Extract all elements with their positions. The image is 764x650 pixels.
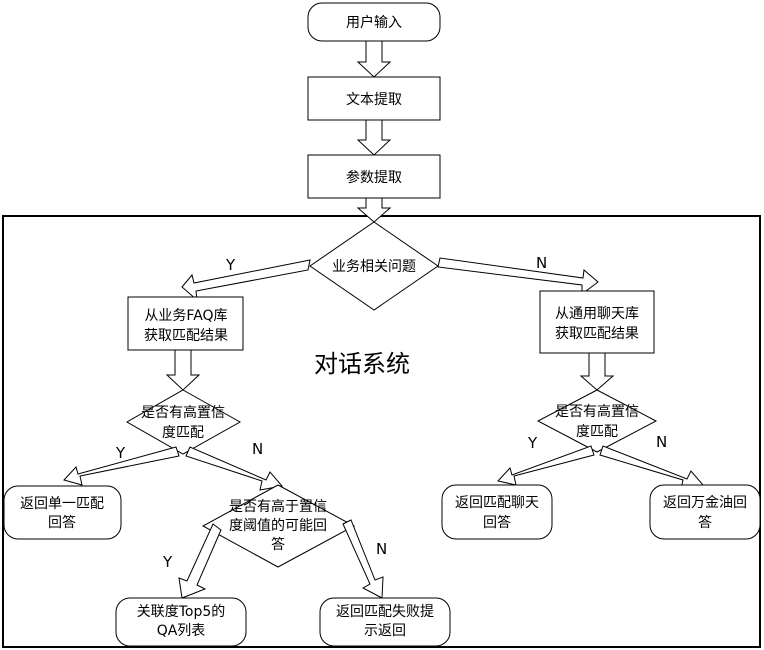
- node-text-extract: [307, 76, 441, 121]
- decision-business-question-text: 业务相关问题: [332, 259, 416, 275]
- decision-high-confidence-left: [125, 389, 242, 455]
- node-return-default-line2: 答: [698, 514, 712, 531]
- dialogue-system-label: 对话系统: [314, 350, 410, 378]
- label-n-3: N: [376, 540, 387, 558]
- node-chat-fetch: [539, 290, 655, 354]
- node-return-chat-line2: 回答: [483, 514, 511, 531]
- arrow-threshold-no: [342, 519, 384, 599]
- node-user-input: [307, 2, 441, 42]
- arrow-input-to-text: [356, 40, 392, 78]
- label-y-2: Y: [115, 444, 126, 462]
- node-return-single: [3, 485, 122, 540]
- decision-high-confidence-left-line2: 度匹配: [162, 425, 204, 441]
- decision-threshold-line1: 是否有高于置信: [229, 498, 327, 515]
- node-return-single-line1: 返回单一匹配: [20, 496, 104, 512]
- node-return-chat-line1: 返回匹配聊天: [455, 495, 539, 511]
- node-return-default-line1: 返回万金油回: [663, 495, 747, 511]
- node-return-fail-line2: 示返回: [364, 623, 406, 639]
- label-n-1: N: [536, 254, 547, 272]
- node-return-fail: [319, 597, 451, 647]
- label-n-4: N: [656, 433, 667, 451]
- node-top5-list-line1: 关联度Top5的: [137, 604, 226, 620]
- node-faq-fetch-line2: 获取匹配结果: [144, 328, 228, 344]
- arrow-param-to-decision: [356, 197, 392, 223]
- decision-threshold-line2: 度阈值的可能回: [229, 518, 327, 534]
- arrow-business-yes: [181, 259, 311, 302]
- node-param-extract-text: 参数提取: [346, 169, 402, 186]
- arrow-high-conf-right-no: [599, 445, 704, 490]
- node-return-fail-line1: 返回匹配失败提: [336, 604, 434, 620]
- decision-high-confidence-right-line1: 是否有高置信: [555, 403, 639, 420]
- node-return-default: [649, 484, 761, 540]
- label-y-4: Y: [527, 434, 538, 452]
- arrow-business-no: [437, 257, 599, 295]
- node-param-extract: [307, 154, 441, 199]
- arrow-high-conf-right-yes: [497, 445, 595, 486]
- node-return-chat: [441, 484, 553, 540]
- label-n-2: N: [252, 440, 263, 458]
- arrow-threshold-yes: [178, 523, 222, 599]
- label-y-1: Y: [225, 256, 236, 274]
- arrow-faq-to-decision: [165, 349, 201, 391]
- node-chat-fetch-line2: 获取匹配结果: [555, 326, 639, 342]
- node-top5-list-line2: QA列表: [157, 623, 206, 639]
- node-text-extract-text: 文本提取: [346, 92, 402, 108]
- arrow-chat-to-decision: [579, 352, 615, 391]
- node-top5-list: [115, 597, 247, 647]
- decision-threshold-line3: 答: [271, 536, 285, 553]
- arrow-high-conf-left-no: [185, 446, 283, 491]
- node-return-single-line2: 回答: [48, 514, 76, 531]
- decision-business-question: [309, 221, 439, 311]
- node-chat-fetch-line1: 从通用聊天库: [555, 306, 639, 322]
- node-user-input-text: 用户输入: [346, 14, 402, 31]
- decision-high-confidence-left-line1: 是否有高置信: [141, 404, 225, 421]
- label-y-3: Y: [162, 553, 173, 571]
- decision-threshold: [201, 484, 356, 568]
- node-faq-fetch-line1: 从业务FAQ库: [144, 308, 227, 324]
- arrow-high-conf-left-yes: [63, 446, 180, 486]
- arrow-text-to-param: [356, 119, 392, 156]
- node-faq-fetch: [127, 296, 244, 351]
- decision-high-confidence-right-line2: 度匹配: [576, 424, 618, 440]
- decision-high-confidence-right: [536, 389, 658, 453]
